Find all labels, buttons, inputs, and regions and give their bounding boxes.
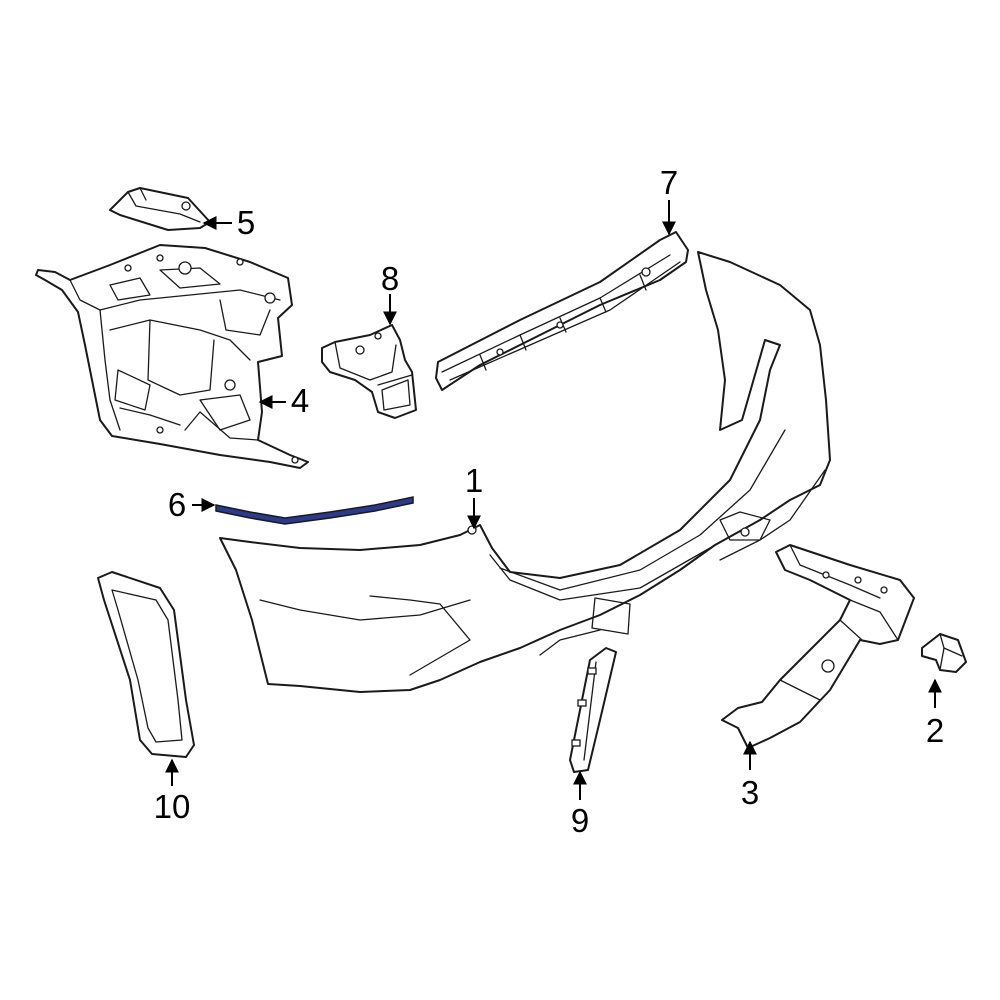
part-7-reinforcement-beam [435, 231, 689, 391]
part-10-side-trim [97, 571, 195, 758]
callout-8: 8 [381, 260, 399, 297]
part-5-trim-cover [109, 187, 211, 231]
callout-4: 4 [291, 382, 309, 419]
part-9-bracket-strip [569, 647, 617, 773]
part-8-bracket [321, 324, 417, 419]
callout-10: 10 [154, 788, 191, 825]
callout-1: 1 [465, 462, 483, 499]
callout-2: 2 [926, 712, 944, 749]
callout-7: 7 [660, 164, 678, 201]
callout-6: 6 [168, 486, 186, 523]
callout-9: 9 [571, 802, 589, 839]
callout-5: 5 [237, 204, 255, 241]
part-1-bumper-cover [219, 251, 831, 693]
part-6-molding-strip [215, 496, 414, 525]
part-2-cap [921, 633, 967, 673]
part-4-inner-panel [35, 244, 309, 469]
callout-3: 3 [741, 774, 759, 811]
part-3-lower-bracket [721, 544, 915, 749]
